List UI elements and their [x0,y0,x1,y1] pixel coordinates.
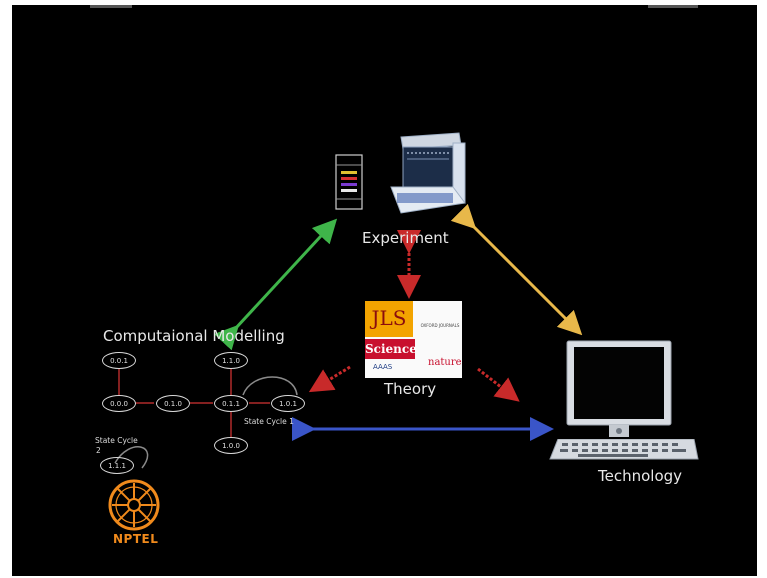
state-node: 0.1.0 [156,395,190,412]
state-node: 1.0.1 [271,395,305,412]
state-node: 1.1.1 [100,457,134,474]
state-node: 1.0.0 [214,437,248,454]
state-node: 0.0.1 [102,352,136,369]
state-node: 0.1.1 [214,395,248,412]
state-cycle-2-label-line1: State Cycle [95,436,138,445]
jls-journal-logo: JLS [365,301,413,337]
arrow-theory-technology [477,367,520,402]
state-graph-edges [114,369,298,469]
connection-arrows [213,203,583,441]
top-mark-left [90,5,132,8]
state-node: 0.0.0 [102,395,136,412]
top-mark-right [648,5,698,8]
state-node: 1.1.0 [214,352,248,369]
sequencer-icon [390,132,466,214]
gel-electrophoresis-icon [335,154,363,210]
journals-collage: JLS OXFORD JOURNALS Science AAAS nature [365,301,462,378]
science-journal-logo: Science [365,339,417,359]
nature-journal-logo: nature [428,357,462,368]
oxford-journals-logo: OXFORD JOURNALS [420,323,460,328]
technology-label: Technology [598,467,683,485]
theory-label: Theory [384,380,437,398]
state-cycle-1-label: State Cycle 1 [244,417,294,426]
arrow-modelling-experiment [213,218,338,351]
state-cycle-2-label-line2: 2 [96,446,101,455]
nptel-logo-text: NPTEL [113,532,159,546]
arrow-experiment-technology [450,203,583,336]
arrow-theory-modelling [308,365,351,393]
computational-modelling-label: Computaional Modelling [103,327,285,345]
slide: Experiment JLS OXFORD JOURNALS Science A… [12,5,757,576]
experiment-label: Experiment [362,229,449,247]
computer-monitor-icon [566,340,672,437]
keyboard-icon [549,439,699,460]
nptel-wheel-icon [108,479,160,531]
aaas-logo: AAAS [373,363,393,371]
